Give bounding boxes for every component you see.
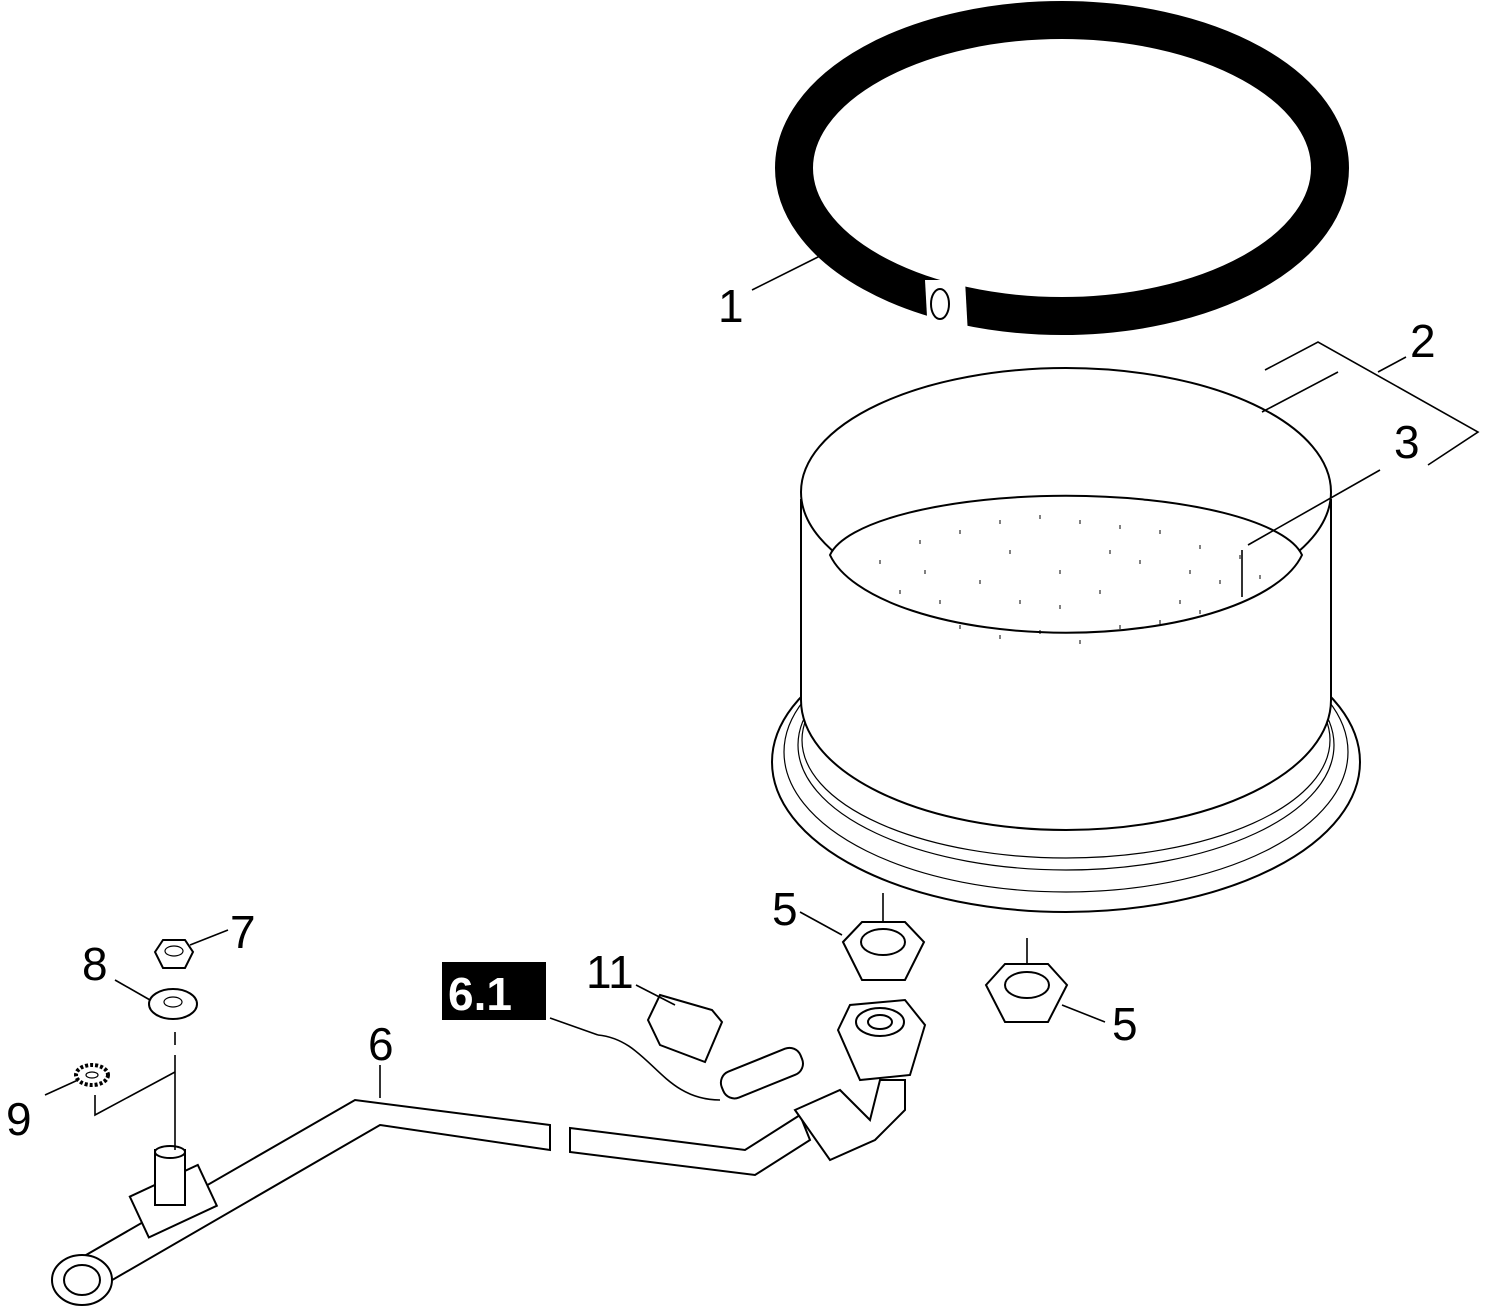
washer-part (114, 979, 198, 1020)
small-nut-part (153, 929, 229, 969)
callout-6-1-box (442, 962, 546, 1020)
callout-3: 3 (1394, 416, 1420, 468)
callout-6: 6 (368, 1018, 394, 1070)
lock-washer-part (44, 1063, 110, 1096)
callout-8: 8 (82, 938, 108, 990)
filter-housing-part (771, 367, 1361, 913)
callout-1: 1 (718, 280, 744, 332)
nut-right-part (984, 938, 1106, 1023)
callout-5-left: 5 (772, 883, 798, 935)
sensor-part (549, 984, 804, 1101)
filter-screen-texture (879, 515, 1261, 644)
callout-6-1: 6.1 (448, 968, 512, 1020)
ring-part (751, 1, 1349, 335)
callout-5-right: 5 (1112, 998, 1138, 1050)
callout-9: 9 (6, 1093, 32, 1145)
pipe-part (51, 998, 927, 1306)
callout-7: 7 (230, 906, 256, 958)
nut-left-part (799, 893, 926, 981)
callout-2: 2 (1410, 315, 1436, 367)
leaders-2-3 (1241, 341, 1480, 597)
callout-11: 11 (586, 946, 634, 998)
